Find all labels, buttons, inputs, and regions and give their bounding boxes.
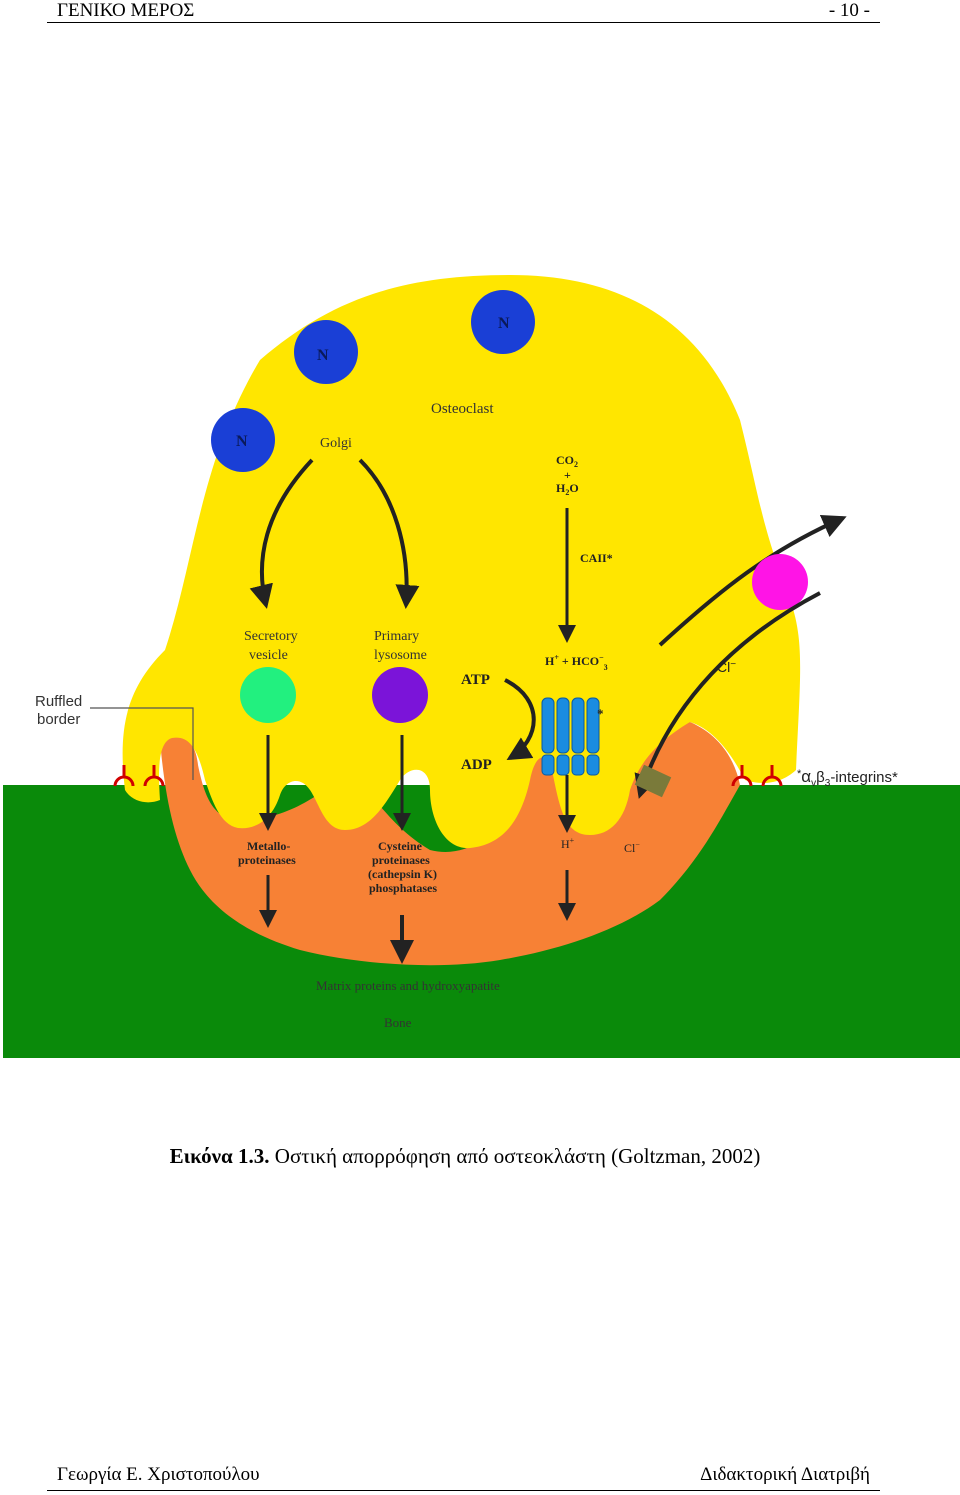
plus-label: +: [564, 468, 571, 482]
pump-star: *: [597, 706, 604, 721]
page-header: ΓΕΝΙΚΟ ΜΕΡΟΣ - 10 -: [47, 0, 880, 23]
ruffled-pointer-line: [90, 707, 194, 780]
golgi-to-lysosome-arrow: [358, 458, 420, 609]
metallo-label-line1: Metallo-: [247, 839, 290, 853]
nucleus-middle-label: N: [317, 347, 329, 364]
ruffled-label-line1: Ruffled: [35, 693, 82, 710]
caption-label: Εικόνα 1.3.: [169, 1144, 270, 1168]
cl-lower-label: Cl−: [624, 840, 640, 855]
proton-pump: [541, 697, 600, 776]
cl-upper-label: Cl−: [717, 659, 736, 675]
osteoclast-figure: N N N Osteoclast Golgi CO2 + H2O CAII* S…: [3, 275, 960, 1058]
atp-label: ATP: [461, 672, 490, 688]
integrins-right: [731, 765, 783, 787]
chloride-arrow: [634, 591, 821, 799]
golgi-label: Golgi: [320, 436, 352, 451]
h-hco3-label: H+ + HCO−3: [545, 653, 608, 672]
nucleus-top-label: N: [498, 315, 510, 332]
secretory-label-line2: vesicle: [249, 648, 288, 663]
figure-caption: Εικόνα 1.3. Οστική απορρόφηση από οστεοκ…: [0, 1144, 930, 1169]
nucleus-left-label: N: [236, 433, 248, 450]
atp-to-adp-arrow: [504, 678, 536, 761]
metallo-label-line2: proteinases: [238, 853, 296, 867]
secretory-vesicle: [240, 667, 296, 723]
cysteine-label-line2: proteinases: [372, 853, 430, 867]
secretory-label-line1: Secretory: [244, 629, 298, 644]
nucleus-middle: [294, 320, 358, 384]
caption-text: Οστική απορρόφηση από οστεοκλάστη (Goltz…: [269, 1144, 761, 1168]
caii-label: CAII*: [580, 551, 613, 565]
magenta-transporter: [752, 554, 808, 610]
h2o-label: H2O: [556, 481, 579, 497]
matrix-label: Matrix proteins and hydroxyapatite: [316, 978, 500, 993]
cysteine-label-line4: phosphatases: [369, 881, 437, 895]
adp-label: ADP: [461, 757, 492, 773]
ruffled-label-line2: border: [37, 711, 80, 728]
co2-label: CO2: [556, 453, 578, 469]
primary-label-line1: Primary: [374, 629, 419, 644]
cysteine-label-line1: Cysteine: [378, 839, 423, 853]
h-plus-label: H+: [561, 836, 575, 851]
header-page-number: - 10 -: [828, 0, 870, 21]
osteoclast-label: Osteoclast: [431, 401, 494, 417]
cysteine-label-line3: (cathepsin K): [368, 867, 437, 881]
header-section-title: ΓΕΝΙΚΟ ΜΕΡΟΣ: [57, 0, 195, 21]
exit-arrow: [658, 515, 847, 647]
golgi-to-secretory-arrow: [249, 458, 314, 609]
integrins-label: *αvβ3-integrins*: [797, 767, 898, 789]
primary-label-line2: lysosome: [374, 648, 427, 663]
chloride-channel: [634, 764, 672, 798]
nucleus-left: [211, 408, 275, 472]
primary-lysosome: [372, 667, 428, 723]
page-footer: Γεωργία Ε. Χριστοπούλου Διδακτορική Διατ…: [47, 1460, 880, 1491]
footer-doc-type: Διδακτορική Διατριβή: [700, 1464, 870, 1485]
integrins-left: [113, 765, 165, 787]
footer-author: Γεωργία Ε. Χριστοπούλου: [57, 1464, 260, 1485]
bone-label: Bone: [384, 1015, 412, 1030]
nucleus-top: [471, 290, 535, 354]
